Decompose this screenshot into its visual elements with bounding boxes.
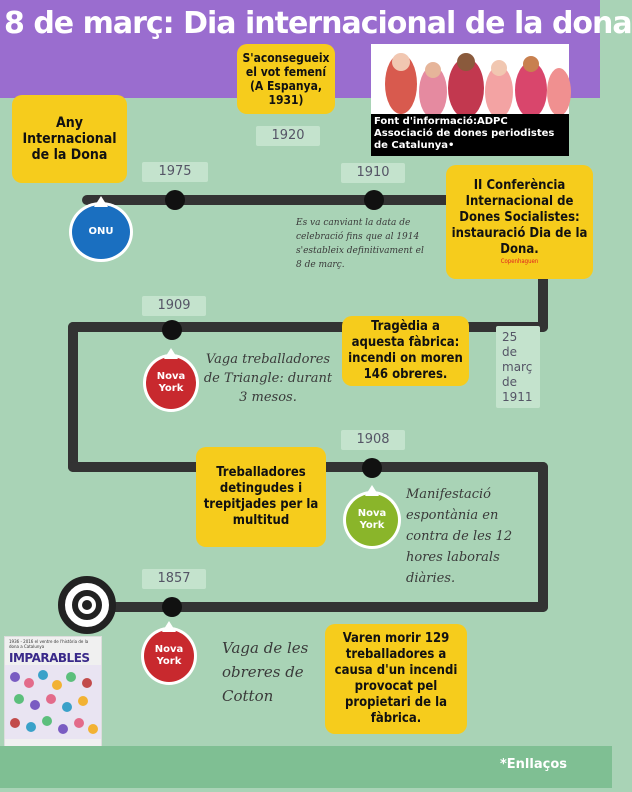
note-vaga-triangle: Vaga treballadores de Triangle: durant 3… [203, 352, 333, 405]
badge-nova-york-1857[interactable]: Nova York [144, 621, 194, 682]
badge-nova-york-1909[interactable]: Nova York [146, 348, 196, 409]
footer-bar [0, 746, 612, 788]
timeline-top [82, 195, 452, 205]
year-1975: 1975 [142, 162, 208, 182]
source-caption: Font d'informació:ADPC Associació de don… [371, 114, 569, 156]
badge-nova-york-1908[interactable]: Nova York [346, 485, 398, 546]
source-org: Associació de dones periodistes de Catal… [374, 128, 555, 151]
card-vot-femeni-text: S'aconsegueix el vot femení (A Espanya, … [242, 51, 330, 107]
year-1909: 1909 [142, 296, 206, 316]
year-1857: 1857 [142, 569, 206, 589]
card-conferencia-text: II Conferència Internacional de Dones So… [451, 178, 588, 257]
timeline-second [68, 322, 548, 332]
card-treballadores-text: Treballadores detingudes i trepitjades p… [203, 465, 319, 528]
card-conferencia[interactable]: II Conferència Internacional de Dones So… [446, 165, 593, 279]
source-photo[interactable]: Font d'informació:ADPC Associació de don… [371, 44, 571, 156]
poster-crowd-illustration [5, 665, 101, 739]
note-manifestacio: Manifestació espontània en contra de les… [406, 487, 513, 586]
note-data-change: Es va canviant la data de celebració fin… [296, 218, 424, 270]
badge-nova-york-1909-label: Nova York [156, 371, 186, 394]
women-illustration [371, 44, 571, 118]
badge-nova-york-1908-label: Nova York [357, 508, 387, 531]
links-button[interactable]: *Enllaços [500, 757, 567, 772]
timeline-dot-1857[interactable] [162, 597, 182, 617]
card-conferencia-place: Copenhaguen [500, 258, 539, 265]
imparables-poster[interactable]: 1936 - 2016 el ventre de l'història de l… [4, 636, 102, 748]
card-tragedia[interactable]: Tragèdia a aquesta fàbrica: incendi on m… [342, 316, 469, 386]
timeline-right-lower [538, 462, 548, 612]
card-any-internacional[interactable]: Any Internacional de la Dona [12, 95, 127, 183]
timeline-dot-1910[interactable] [364, 190, 384, 210]
timeline-dot-1909[interactable] [162, 320, 182, 340]
timeline-bottom [100, 602, 548, 612]
badge-onu[interactable]: ONU [72, 196, 130, 259]
card-vot-femeni[interactable]: S'aconsegueix el vot femení (A Espanya, … [237, 44, 335, 114]
timeline-start-target-icon [58, 576, 116, 634]
card-treballadores[interactable]: Treballadores detingudes i trepitjades p… [196, 447, 326, 547]
page-title: 8 de març: Dia internacional de la dona [4, 6, 632, 41]
card-varen-morir[interactable]: Varen morir 129 treballadores a causa d'… [325, 624, 467, 734]
card-varen-morir-text: Varen morir 129 treballadores a causa d'… [334, 631, 458, 726]
note-vaga-cotton: Vaga de les obreres de Cotton [222, 639, 309, 705]
year-1920: 1920 [256, 126, 320, 146]
timeline-left [68, 322, 78, 472]
card-tragedia-text: Tragèdia a aquesta fàbrica: incendi on m… [348, 319, 463, 382]
date-1911: 25 de març de 1911 [496, 326, 540, 408]
timeline-right-upper [538, 270, 548, 332]
poster-title: IMPARABLES [9, 651, 90, 665]
year-1910: 1910 [341, 163, 405, 183]
timeline-dot-1908[interactable] [362, 458, 382, 478]
year-1908: 1908 [341, 430, 405, 450]
timeline-dot-1975[interactable] [165, 190, 185, 210]
badge-onu-label: ONU [88, 226, 114, 237]
badge-nova-york-1857-label: Nova York [154, 644, 184, 667]
poster-small-text: 1936 - 2016 el ventre de l'història de l… [9, 639, 89, 649]
card-any-internacional-text: Any Internacional de la Dona [22, 115, 117, 163]
source-label: Font d'informació:ADPC [374, 116, 508, 127]
